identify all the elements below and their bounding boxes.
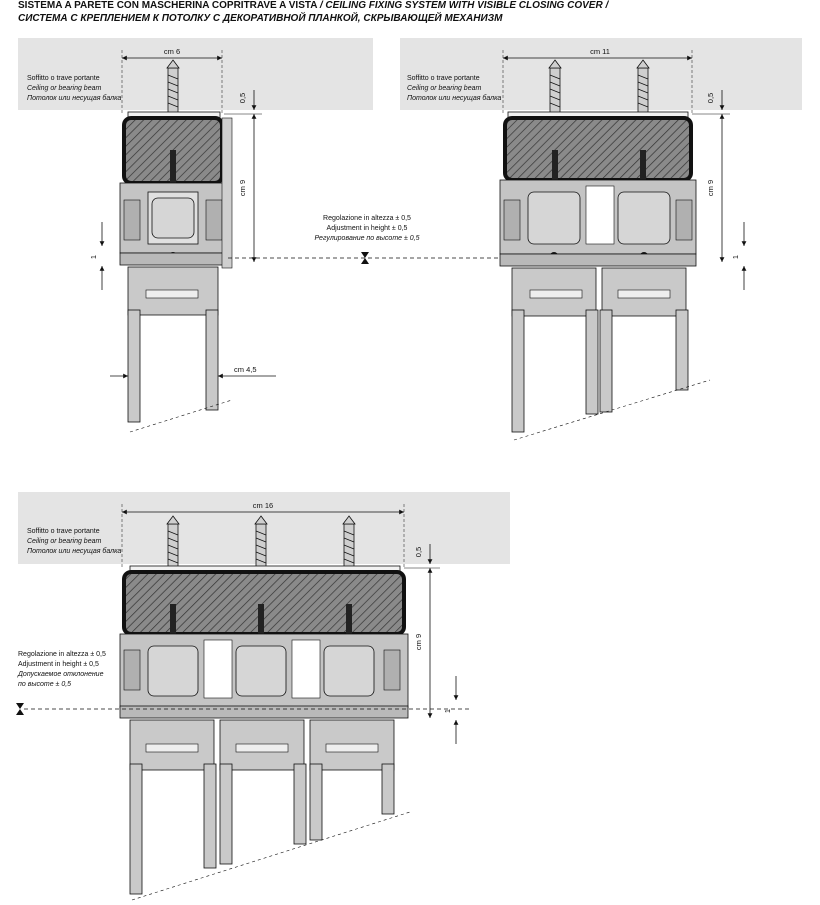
ceiling-label-ru: Потолок или несущая балка: [27, 547, 121, 555]
screw: [636, 59, 650, 114]
top-dimension: 0,5: [238, 93, 247, 103]
adjustment-label-en: Adjustment in height ± 0,5: [18, 661, 99, 668]
height-dimension: cm 9: [238, 180, 247, 196]
top-dimension: 0,5: [706, 93, 715, 103]
screw: [548, 59, 562, 114]
height-dimension: cm 9: [706, 180, 715, 196]
height-dimension: cm 9: [414, 634, 423, 650]
ceiling-label-en: Ceiling or bearing beam: [407, 85, 481, 92]
ceiling-label-it: Soffitto o trave portante: [407, 75, 480, 82]
adjustment-label-ru: Регулирование по высоте ± 0,5: [314, 235, 419, 242]
screw: [342, 515, 356, 570]
header-line-1: SISTEMA A PARETE CON MASCHERINA COPRITRA…: [18, 0, 608, 12]
drawing-single-track: Soffitto o trave portante Ceiling or bea…: [18, 38, 373, 433]
drawing-triple-track: Soffitto o trave portante Ceiling or bea…: [16, 492, 510, 901]
adjustment-label-it: Regolazione in altezza ± 0,5: [18, 651, 106, 658]
ceiling-label-ru: Потолок или несущая балка: [27, 94, 121, 102]
width-dimension: cm 16: [253, 501, 273, 510]
ceiling-label-ru: Потолок или несущая балка: [407, 94, 501, 102]
adjustment-label-en: Adjustment in height ± 0,5: [327, 225, 408, 232]
adjustment-label-ru-1: Допускаемое отклонение: [17, 671, 104, 678]
adjust-dimension: 1: [89, 255, 98, 259]
adjustment-label-it: Regolazione in altezza ± 0,5: [323, 215, 411, 222]
header-line-2: СИСТЕМА С КРЕПЛЕНИЕМ К ПОТОЛКУ С ДЕКОРАТ…: [18, 13, 502, 25]
header-title-ru: СИСТЕМА С КРЕПЛЕНИЕМ К ПОТОЛКУ С ДЕКОРАТ…: [18, 13, 503, 24]
drawing-double-track: Soffitto o trave portante Ceiling or bea…: [400, 38, 802, 441]
ceiling-label-en: Ceiling or bearing beam: [27, 538, 101, 545]
ceiling-label-it: Soffitto o trave portante: [27, 528, 100, 535]
header-title-it: SISTEMA A PARETE CON MASCHERINA COPRITRA…: [18, 0, 318, 11]
width-dimension: cm 6: [164, 47, 180, 56]
panel-dimension: cm 4,5: [234, 365, 257, 374]
adjustment-label-ru-2: по высоте ± 0,5: [18, 681, 71, 688]
ceiling-band: [18, 38, 373, 110]
adjust-dimension: 1: [731, 255, 740, 259]
screw: [166, 59, 180, 114]
header-title-en: / CEILING FIXING SYSTEM WITH VISIBLE CLO…: [319, 0, 609, 11]
screw: [166, 515, 180, 570]
width-dimension: cm 11: [590, 47, 610, 56]
adjust-dimension: 1: [443, 709, 452, 713]
ceiling-label-en: Ceiling or bearing beam: [27, 85, 101, 92]
top-dimension: 0,5: [414, 547, 423, 557]
screw: [254, 515, 268, 570]
ceiling-label-it: Soffitto o trave portante: [27, 75, 100, 82]
ceiling-band: [400, 38, 802, 110]
